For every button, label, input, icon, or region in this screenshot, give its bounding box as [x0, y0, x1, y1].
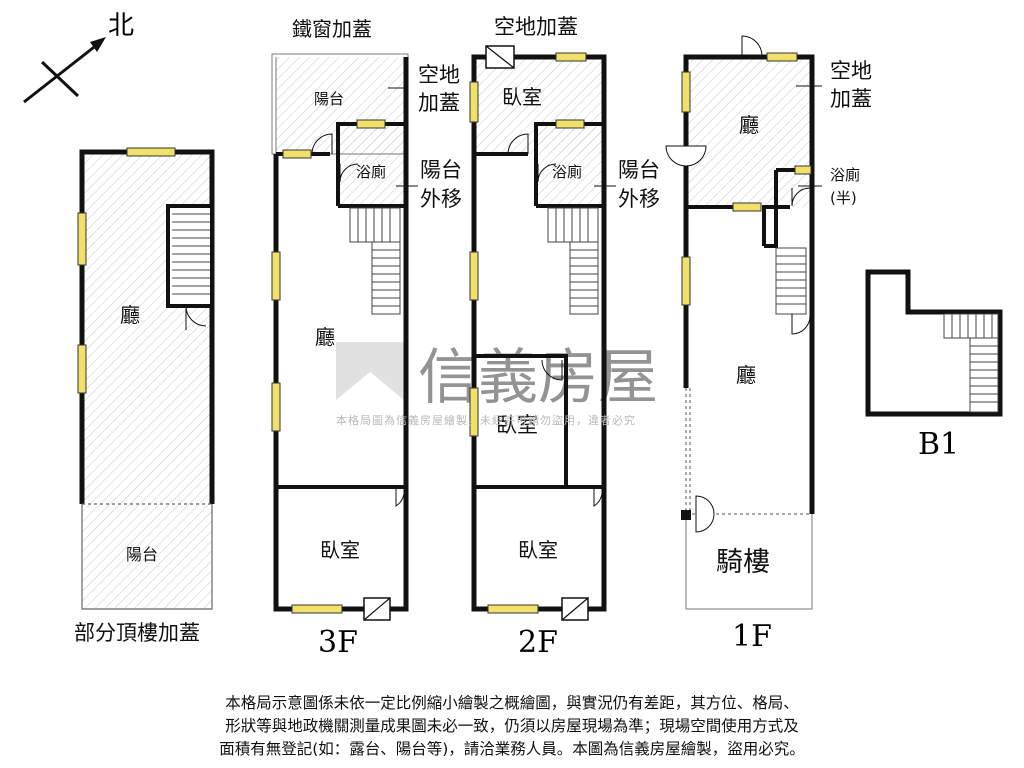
window	[356, 119, 386, 129]
3f-balcony-moved-label-1: 陽台	[420, 158, 462, 182]
window	[487, 604, 539, 614]
door-icon	[791, 187, 811, 207]
door-icon	[311, 133, 333, 155]
3f-hall-label: 廳	[315, 325, 335, 349]
disclaimer-line: 面積有無登記(如：露台、陽台等)，請洽業務人員。本圖為信義房屋繪製，盜用必究。	[219, 740, 805, 758]
window	[469, 387, 479, 437]
watermark: 信義房屋	[336, 342, 658, 413]
brand-logo-icon	[336, 342, 404, 400]
1f-bath-half-label: (半)	[830, 189, 857, 207]
1f-hall-label: 廳	[736, 363, 756, 387]
staircase	[775, 247, 807, 315]
3f-balcony-label: 陽台	[314, 90, 344, 108]
door-icon	[741, 35, 763, 57]
window	[732, 202, 762, 212]
2f-balcony-moved-label-2: 外移	[618, 187, 660, 211]
2f-bath-label: 浴廁	[552, 163, 582, 181]
staircase	[943, 313, 999, 339]
3f-bedroom-label: 臥室	[320, 538, 360, 562]
door-icon	[541, 359, 563, 381]
floor-plan: 北 信義房屋 廳 陽台 部分頂樓加蓋	[23, 11, 1003, 660]
door-icon	[665, 145, 707, 167]
door-icon	[791, 314, 811, 335]
window	[271, 251, 281, 301]
roof-balcony-label: 陽台	[126, 545, 158, 564]
window	[77, 212, 87, 266]
door-icon	[695, 495, 715, 533]
roof-floor: 廳 陽台 部分頂樓加蓋	[74, 147, 215, 645]
window	[555, 119, 585, 129]
window	[681, 256, 691, 306]
3f-vacant-addition-label-1: 空地	[418, 63, 460, 87]
door-icon	[339, 163, 359, 183]
door-icon	[507, 133, 529, 155]
2f-floor-title: 2F	[518, 625, 558, 660]
roof-floor-title: 部分頂樓加蓋	[74, 621, 200, 645]
window	[469, 251, 479, 301]
north-arrow-icon	[23, 42, 99, 104]
1f-hall-top-label: 廳	[739, 113, 759, 137]
b1-floor-title: B1	[918, 427, 959, 462]
window	[271, 382, 281, 432]
window	[77, 344, 87, 394]
2f-vacant-addition-label: 空地加蓋	[494, 15, 578, 39]
window	[794, 165, 812, 175]
floor-1f: 空地 加蓋 廳 浴廁 (半) 廳 騎樓 1F	[665, 35, 872, 654]
compass: 北	[23, 11, 134, 104]
disclaimer-line: 本格局示意圖係未依一定比例縮小繪製之概繪圖，與實況仍有差距，其方位、格局、	[225, 694, 799, 712]
1f-vacant-addition-label-1: 空地	[830, 59, 872, 83]
window	[469, 81, 479, 123]
floor-2f: 空地加蓋 臥室 浴廁 陽台 外移 臥室 臥室 2F	[469, 15, 660, 660]
door-icon	[395, 487, 405, 507]
disclaimer: 本格局示意圖係未依一定比例縮小繪製之概繪圖，與實況仍有差距，其方位、格局、 形狀…	[0, 692, 1024, 761]
window	[555, 52, 587, 62]
3f-vacant-addition-label-2: 加蓋	[418, 91, 460, 115]
2f-bedroom-top-label: 臥室	[502, 85, 542, 109]
door-icon	[537, 163, 557, 183]
1f-floor-title: 1F	[732, 619, 772, 654]
3f-bath-label: 浴廁	[356, 163, 386, 181]
window	[766, 52, 798, 62]
3f-balcony-moved-label-2: 外移	[420, 187, 462, 211]
window	[291, 604, 343, 614]
watermark-brand: 信義房屋	[418, 343, 658, 413]
2f-bedroom-mid-label: 臥室	[496, 413, 538, 437]
watermark-subline: 本格局圖為信義房屋繪製，未經許可請勿盜用，違者必究	[336, 414, 636, 427]
door-icon	[185, 305, 207, 330]
1f-vacant-addition-label-2: 加蓋	[830, 87, 872, 111]
1f-bath-label: 浴廁	[830, 166, 860, 184]
window	[282, 149, 312, 159]
2f-bedroom-bottom-label: 臥室	[518, 538, 558, 562]
1f-arcade-label: 騎樓	[716, 547, 770, 578]
floor-b1: B1	[865, 269, 1003, 462]
floor-3f: 鐵窗加蓋 空地 加蓋 陽台 浴廁 陽台 外移 廳 臥室 3F	[271, 17, 462, 660]
staircase	[166, 204, 214, 308]
3f-window-addition-label: 鐵窗加蓋	[292, 17, 372, 41]
window	[681, 71, 691, 113]
door-icon	[593, 487, 603, 507]
disclaimer-line: 形狀等與地政機關測量成果圖未必一致，仍須以房屋現場為準；現場空間使用方式及	[225, 717, 799, 735]
3f-floor-title: 3F	[318, 625, 358, 660]
compass-north-label: 北	[108, 11, 134, 41]
window	[126, 147, 176, 157]
2f-balcony-moved-label-1: 陽台	[618, 158, 660, 182]
roof-hall-label: 廳	[120, 303, 140, 327]
